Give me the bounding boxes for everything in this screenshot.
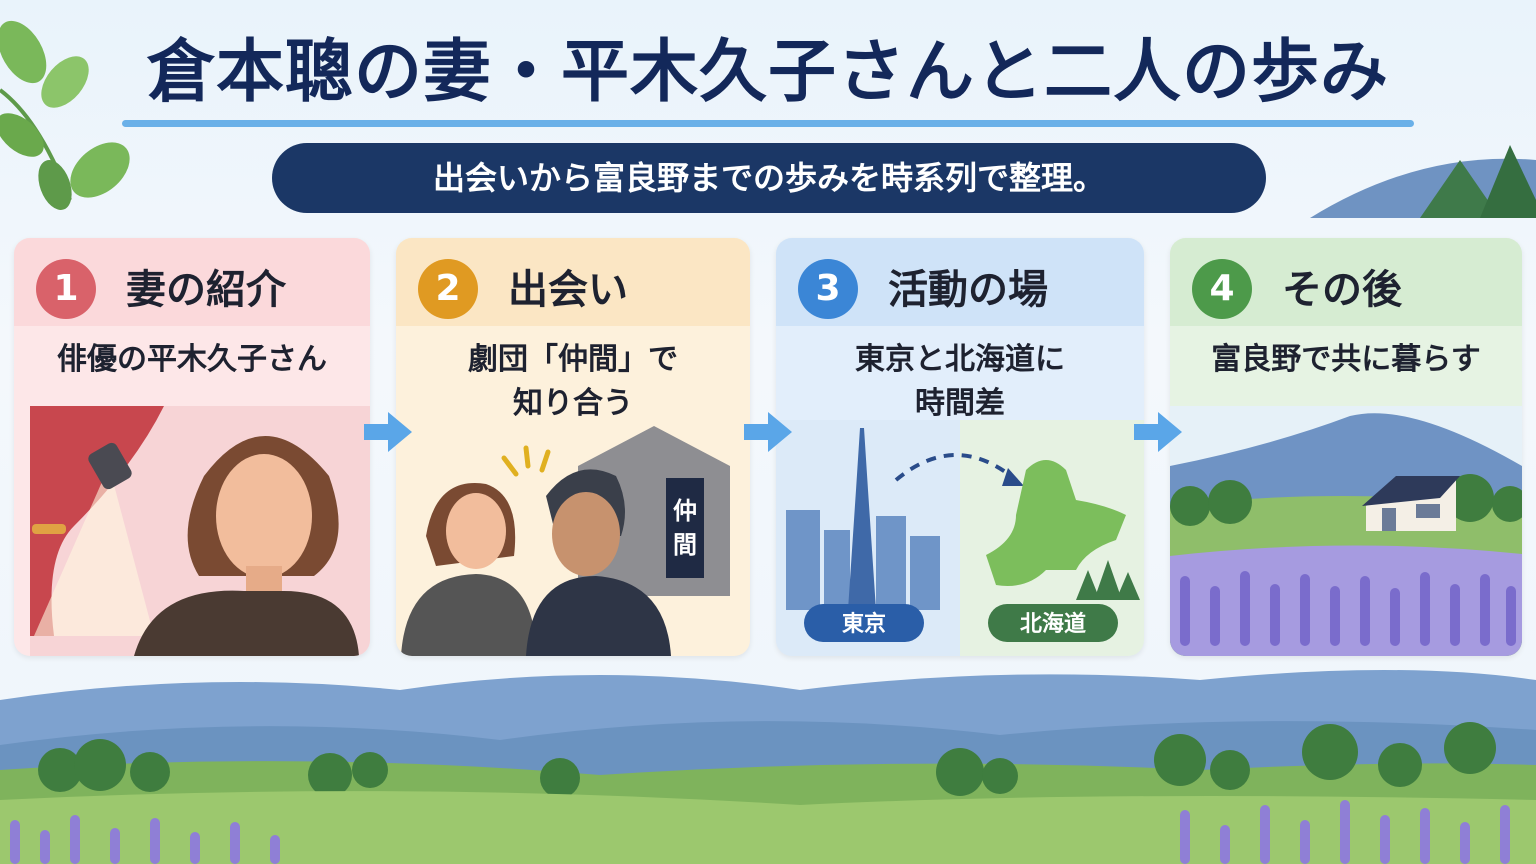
page-title: 倉本聰の妻・平木久子さんと二人の歩み [146, 33, 1389, 112]
arrow-right-icon [364, 412, 412, 452]
hokkaido-label: 北海道 [1020, 611, 1086, 637]
step-description-line: 劇団「仲間」で [468, 342, 678, 377]
tokyo-label: 東京 [842, 611, 886, 637]
tokyo-label-pill [804, 604, 924, 642]
dashed-arrow-icon [894, 453, 1018, 482]
step-number-badge: 3 [798, 259, 858, 319]
step-description-line: 俳優の平木久子さん [57, 342, 327, 377]
tokyo-tower-icon [848, 428, 876, 610]
hokkaido-map-icon [986, 460, 1126, 586]
title-underline [122, 120, 1414, 127]
step-description-line: 東京と北海道に [855, 342, 1065, 377]
leaf-branch-icon [0, 20, 130, 210]
tokyo-hokkaido-illustration: 東京 北海道 [776, 420, 1144, 656]
step-card-2: 2 出会い 劇団「仲間」で 知り合う 仲 間 [396, 238, 750, 656]
step-number-badge: 2 [418, 259, 478, 319]
step-description: 富良野で共に暮らす [1170, 338, 1522, 382]
step-title: 活動の場 [888, 267, 1048, 313]
step-card-1: 1 妻の紹介 俳優の平木久子さん [14, 238, 370, 656]
step-description-line: 知り合う [513, 386, 633, 421]
step-card-4: 4 その後 富良野で共に暮らす [1170, 238, 1522, 656]
woman-body-icon [401, 574, 536, 656]
step-title: 妻の紹介 [126, 267, 286, 313]
step-description-line: 時間差 [915, 386, 1005, 421]
step-number-badge: 4 [1192, 259, 1252, 319]
arrow-right-icon [744, 412, 792, 452]
spark-icon [501, 445, 551, 477]
step-title: 出会い [508, 267, 628, 313]
step-number-badge: 1 [36, 259, 96, 319]
step-title: その後 [1282, 267, 1402, 313]
step-description: 俳優の平木久子さん [14, 338, 370, 382]
step-card-3: 3 活動の場 東京と北海道に 時間差 東京 北海道 [776, 238, 1144, 656]
spotlight-icon [88, 442, 132, 490]
theater-sign-text: 仲 [673, 497, 697, 525]
tokyo-skyline-icon [786, 428, 940, 610]
hokkaido-label-pill [988, 604, 1118, 642]
step-description: 東京と北海道に 時間差 [776, 338, 1144, 426]
curtain-icon [30, 406, 164, 636]
furano-illustration [1170, 406, 1522, 656]
step-description-line: 富良野で共に暮らす [1211, 342, 1481, 377]
actress-illustration [30, 406, 370, 656]
lavender-field-icon [1180, 571, 1516, 646]
meeting-illustration: 仲 間 [401, 426, 730, 656]
woman-face-icon [216, 454, 312, 578]
arrow-right-icon [1134, 412, 1182, 452]
man-body-icon [526, 576, 671, 656]
subtitle-banner: 出会いから富良野までの歩みを時系列で整理。 [272, 143, 1266, 213]
house-icon [1362, 476, 1460, 531]
woman-body-icon [134, 590, 359, 656]
theater-sign-text: 間 [673, 531, 697, 559]
step-description: 劇団「仲間」で 知り合う [396, 338, 750, 426]
